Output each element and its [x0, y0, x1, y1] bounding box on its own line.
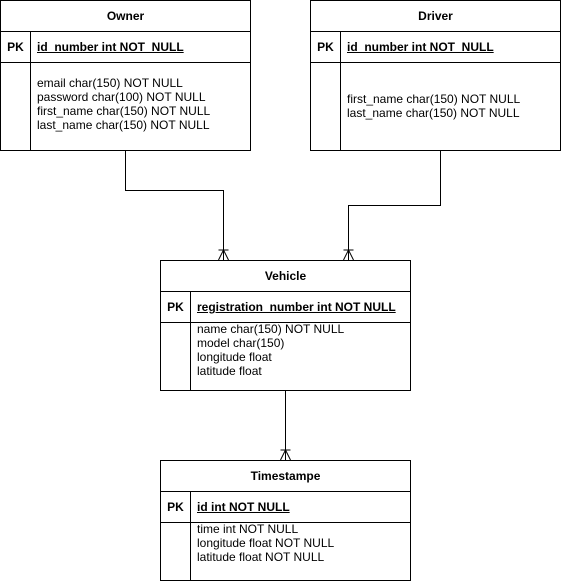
owner-entity[interactable]: Owner PK id_number int NOT_NULL email ch…	[0, 0, 251, 151]
driver-title: Driver	[311, 1, 560, 32]
owner-field: last_name char(150) NOT NULL	[37, 118, 210, 132]
vehicle-pk-label: PK	[161, 292, 191, 322]
driver-pk-row: PK id_number int NOT_NULL	[311, 32, 560, 63]
vehicle-pk-field: registration_number int NOT NULL	[197, 300, 396, 314]
vehicle-field: name char(150) NOT NULL	[197, 322, 345, 336]
vehicle-timestampe-crowfoot	[280, 448, 291, 461]
driver-vehicle-connector	[348, 150, 441, 260]
timestampe-pk-label: PK	[161, 492, 191, 522]
owner-attributes: email char(150) NOT NULL password char(1…	[1, 62, 250, 150]
timestampe-field: time int NOT NULL	[197, 522, 299, 536]
vehicle-pk-row: PK registration_number int NOT NULL	[161, 292, 410, 323]
driver-attributes: first_name char(150) NOT NULL last_name …	[311, 62, 560, 150]
driver-pk-label: PK	[311, 32, 341, 62]
vehicle-attributes: name char(150) NOT NULL model char(150) …	[161, 322, 410, 390]
timestampe-field: latitude float NOT NULL	[197, 550, 325, 564]
driver-vehicle-crowfoot	[343, 248, 354, 261]
vehicle-field: model char(150)	[197, 336, 285, 350]
owner-field: email char(150) NOT NULL	[37, 76, 183, 90]
driver-entity[interactable]: Driver PK id_number int NOT_NULL first_n…	[310, 0, 561, 151]
owner-title: Owner	[1, 1, 250, 32]
owner-vehicle-connector	[125, 150, 224, 260]
vehicle-entity[interactable]: Vehicle PK registration_number int NOT N…	[160, 260, 411, 391]
timestampe-title: Timestampe	[161, 461, 410, 492]
driver-field: last_name char(150) NOT NULL	[347, 106, 520, 120]
driver-field: first_name char(150) NOT NULL	[347, 92, 521, 106]
owner-field: first_name char(150) NOT NULL	[37, 104, 211, 118]
owner-pk-row: PK id_number int NOT_NULL	[1, 32, 250, 63]
owner-field: password char(100) NOT NULL	[37, 90, 206, 104]
timestampe-pk-field: id int NOT NULL	[197, 500, 290, 514]
vehicle-title: Vehicle	[161, 261, 410, 292]
timestampe-attributes: time int NOT NULL longitude float NOT NU…	[161, 522, 410, 580]
timestampe-field: longitude float NOT NULL	[197, 536, 335, 550]
owner-pk-label: PK	[1, 32, 31, 62]
driver-pk-field: id_number int NOT_NULL	[347, 40, 494, 54]
vehicle-field: longitude float	[197, 350, 272, 364]
owner-pk-field: id_number int NOT_NULL	[37, 40, 184, 54]
timestampe-pk-row: PK id int NOT NULL	[161, 492, 410, 523]
timestampe-entity[interactable]: Timestampe PK id int NOT NULL time int N…	[160, 460, 411, 581]
vehicle-field: latitude float	[197, 364, 262, 378]
owner-vehicle-crowfoot	[218, 248, 229, 261]
